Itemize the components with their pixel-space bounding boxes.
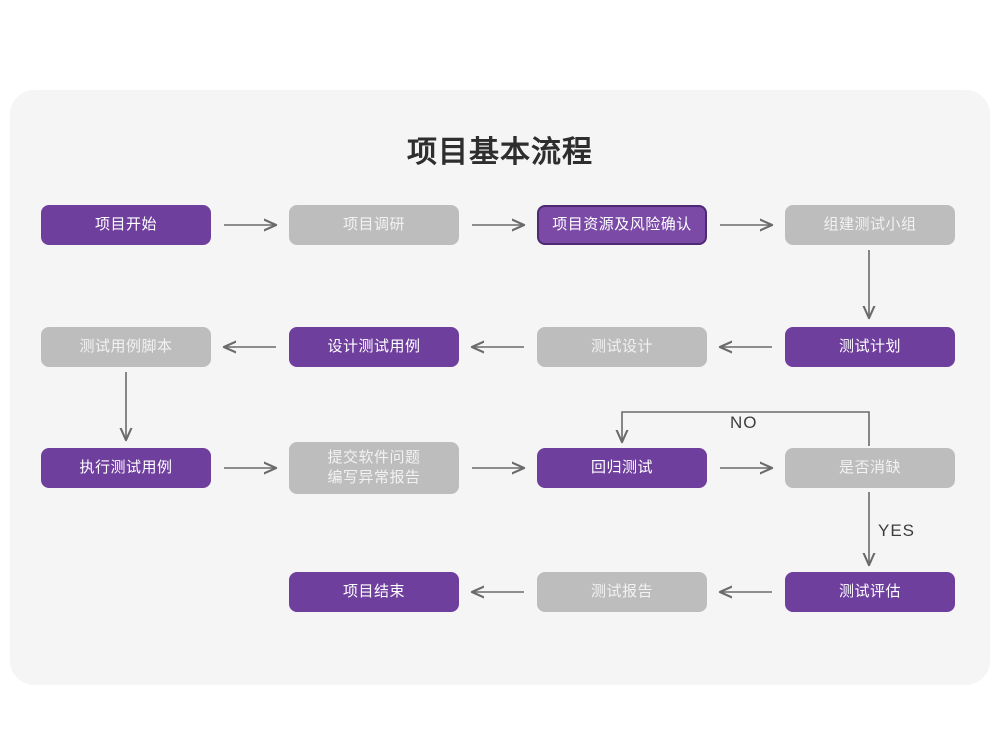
- node-testcase-script[interactable]: 测试用例脚本: [41, 327, 211, 367]
- node-defect-cleared[interactable]: 是否消缺: [785, 448, 955, 488]
- node-resource-risk-confirm[interactable]: 项目资源及风险确认: [537, 205, 707, 245]
- node-execute-testcase[interactable]: 执行测试用例: [41, 448, 211, 488]
- node-submit-defect-report[interactable]: 提交软件问题 编写异常报告: [289, 442, 459, 494]
- node-regression-test[interactable]: 回归测试: [537, 448, 707, 488]
- edge-label-yes: YES: [878, 521, 916, 540]
- node-test-evaluation[interactable]: 测试评估: [785, 572, 955, 612]
- node-project-start[interactable]: 项目开始: [41, 205, 211, 245]
- page-title: 项目基本流程: [407, 136, 593, 169]
- node-test-design[interactable]: 测试设计: [537, 327, 707, 367]
- node-project-end[interactable]: 项目结束: [289, 572, 459, 612]
- node-project-research[interactable]: 项目调研: [289, 205, 459, 245]
- node-test-report[interactable]: 测试报告: [537, 572, 707, 612]
- edge-label-no: NO: [730, 413, 758, 432]
- node-build-test-team[interactable]: 组建测试小组: [785, 205, 955, 245]
- node-design-testcase[interactable]: 设计测试用例: [289, 327, 459, 367]
- node-test-plan[interactable]: 测试计划: [785, 327, 955, 367]
